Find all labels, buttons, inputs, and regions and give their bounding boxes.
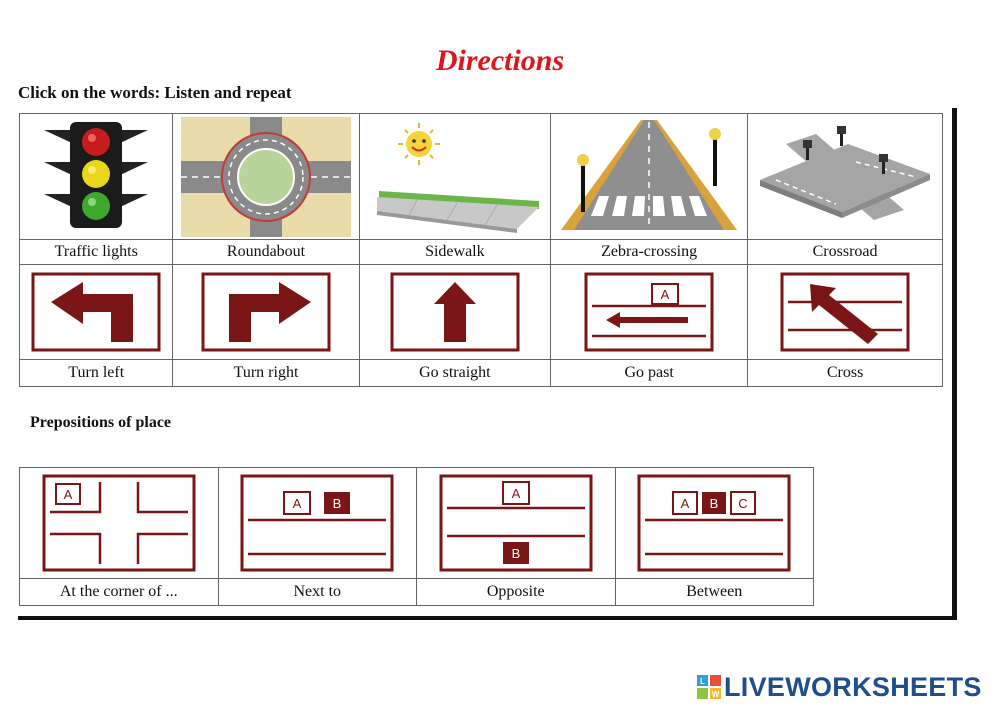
word-opposite[interactable]: Opposite xyxy=(416,578,616,606)
between-box-b: B xyxy=(710,496,719,511)
roundabout-picture xyxy=(172,113,360,240)
word-go-past[interactable]: Go past xyxy=(550,359,749,387)
turn-left-picture xyxy=(18,264,174,360)
word-traffic-lights[interactable]: Traffic lights xyxy=(18,239,174,265)
turn-right-picture xyxy=(172,264,360,360)
word-crossroad[interactable]: Crossroad xyxy=(747,239,943,265)
corner-box-a: A xyxy=(63,487,72,502)
between-box-a: A xyxy=(681,496,690,511)
next-to-icon: A B xyxy=(240,474,394,572)
liveworksheets-logo-icon: L W xyxy=(697,675,721,699)
svg-text:L: L xyxy=(700,677,705,686)
corner-picture: A xyxy=(19,467,219,579)
turn-left-arrow-icon xyxy=(31,272,161,352)
prepositions-heading: Prepositions of place xyxy=(30,414,172,431)
word-cross[interactable]: Cross xyxy=(747,359,943,387)
between-icon: A B C xyxy=(637,474,791,572)
between-box-c: C xyxy=(739,496,748,511)
opposite-box-b: B xyxy=(511,546,520,561)
zebra-crossing-icon xyxy=(561,119,738,230)
corner-icon: A xyxy=(42,474,196,572)
word-at-the-corner-of[interactable]: At the corner of ... xyxy=(19,578,219,606)
crossroad-icon xyxy=(760,125,931,220)
crossroad-picture xyxy=(747,113,943,240)
between-picture: A B C xyxy=(614,467,814,579)
go-straight-picture xyxy=(358,264,552,360)
cross-picture xyxy=(747,264,943,360)
liveworksheets-brand: LIVEWORKSHEETS xyxy=(724,671,982,702)
cross-arrow-icon xyxy=(780,272,910,352)
word-roundabout[interactable]: Roundabout xyxy=(172,239,360,265)
next-to-box-a: A xyxy=(293,496,302,511)
word-go-straight[interactable]: Go straight xyxy=(358,359,552,387)
sheet-right-edge xyxy=(952,108,957,620)
opposite-icon: A B xyxy=(439,474,593,572)
roundabout-icon xyxy=(181,116,352,237)
opposite-box-a: A xyxy=(511,486,520,501)
prepositions-table: A A B A B xyxy=(19,467,814,606)
page-title: Directions xyxy=(435,44,565,77)
word-turn-left[interactable]: Turn left xyxy=(18,359,174,387)
directions-table: Traffic lights Roundabout Sidewalk Zebra… xyxy=(18,113,943,387)
liveworksheets-footer: L W LIVEWORKSHEETS xyxy=(697,672,982,702)
instruction-text: Click on the words: Listen and repeat xyxy=(18,83,292,102)
sidewalk-icon xyxy=(377,123,540,233)
zebra-crossing-picture xyxy=(550,113,749,240)
turn-right-arrow-icon xyxy=(201,272,331,352)
next-to-box-b: B xyxy=(333,496,342,511)
straight-arrow-icon xyxy=(390,272,520,352)
sidewalk-picture xyxy=(358,113,552,240)
go-past-icon: A xyxy=(584,272,714,352)
svg-text:W: W xyxy=(712,690,720,699)
opposite-picture: A B xyxy=(416,467,616,579)
go-past-box-a: A xyxy=(661,287,670,302)
next-to-picture: A B xyxy=(217,467,417,579)
word-turn-right[interactable]: Turn right xyxy=(172,359,360,387)
word-next-to[interactable]: Next to xyxy=(217,578,417,606)
traffic-light-icon xyxy=(44,121,149,228)
word-zebra-crossing[interactable]: Zebra-crossing xyxy=(550,239,749,265)
word-sidewalk[interactable]: Sidewalk xyxy=(358,239,552,265)
sheet-bottom-edge xyxy=(18,616,957,620)
go-past-picture: A xyxy=(550,264,749,360)
traffic-lights-picture xyxy=(18,113,174,240)
word-between[interactable]: Between xyxy=(614,578,814,606)
